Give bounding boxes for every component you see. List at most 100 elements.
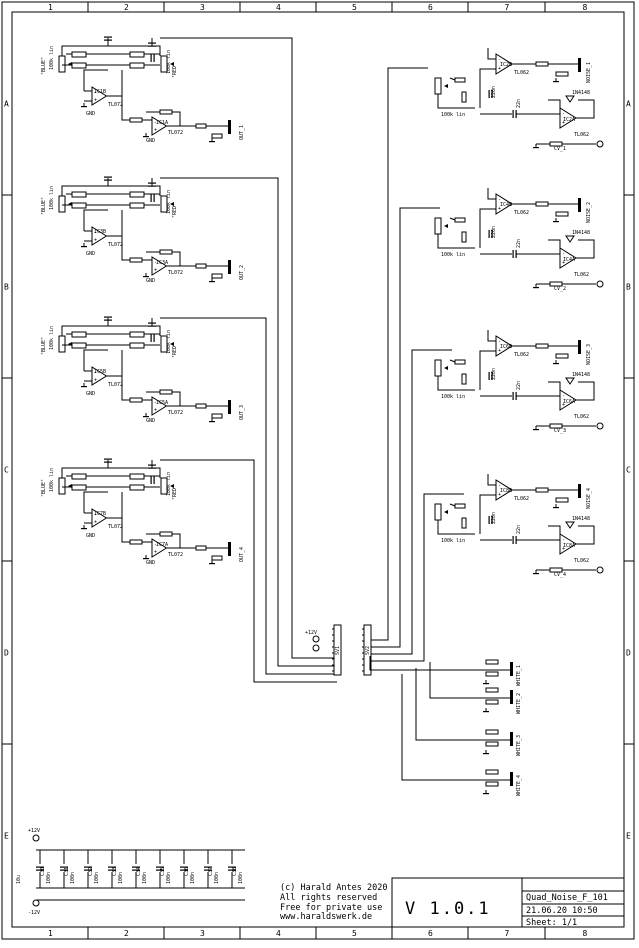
opamp-minus: -	[498, 339, 501, 345]
column-label-bottom: 4	[276, 929, 281, 938]
resistor-output	[195, 403, 207, 409]
opamp-triangle	[91, 86, 108, 106]
resistor	[555, 497, 569, 503]
resistor	[461, 373, 467, 385]
potentiometer-body	[434, 77, 442, 95]
supply-cap-value: 100n	[118, 872, 124, 884]
resistor	[71, 191, 87, 198]
opamp-b: -+	[91, 86, 108, 106]
noise-opamp-bottom: -+	[559, 533, 577, 555]
cap-top-right	[148, 464, 156, 469]
capacitor-plate	[512, 110, 514, 118]
opamp-plus: +	[498, 66, 501, 72]
noise-opamp-type: TL062	[574, 558, 589, 564]
white-jack	[510, 662, 513, 676]
opamp-type: TL072	[168, 130, 183, 136]
wire	[121, 236, 152, 261]
connector-body	[363, 624, 372, 676]
opamp-plus: +	[562, 260, 565, 266]
output-jack	[228, 120, 231, 134]
ground-bar	[483, 793, 489, 795]
cap-top-right	[148, 182, 156, 187]
capacitor-plate	[150, 54, 152, 62]
resistor-feedback	[159, 249, 173, 255]
opamp-minus: -	[562, 393, 565, 399]
noise-bus-wire	[370, 67, 428, 641]
capacitor-plate	[204, 869, 212, 871]
ground-bar	[81, 528, 87, 530]
capacitor-plate	[491, 230, 493, 238]
connector-body	[333, 624, 342, 676]
right-pot-value: 100k lin	[166, 330, 172, 354]
ground-symbol	[209, 138, 215, 143]
white-label: WHITE_3	[516, 735, 522, 756]
opamp-triangle	[559, 533, 577, 555]
ground-symbol	[483, 708, 489, 713]
ground-bar	[143, 416, 149, 418]
noise-opamp-top: -+	[495, 335, 513, 357]
opamp-b: -+	[91, 366, 108, 386]
output-label: OUT_2	[239, 265, 245, 280]
resistor	[555, 211, 569, 217]
white-output-4: WHITE_4	[401, 674, 522, 796]
noise-stage-1: 100k lin-+IC2BTL062220nNOISE_1-+IC2ATL06…	[370, 48, 604, 641]
cv-label: CV_2	[554, 286, 566, 292]
ground-symbol	[533, 284, 539, 289]
resistor	[129, 473, 145, 480]
noise-cap-value: 220n	[491, 512, 497, 524]
resistor-input	[129, 539, 143, 545]
capacitor-plate	[153, 334, 155, 342]
capacitor-plate	[153, 54, 155, 62]
resistor-input	[129, 397, 143, 403]
noise-opamp-top: -+	[495, 479, 513, 501]
wire	[548, 381, 561, 395]
signal-bus-wire	[160, 459, 337, 683]
potentiometer-wiper	[444, 224, 448, 228]
wire	[172, 391, 181, 406]
ground-symbol	[483, 680, 489, 685]
diode-symbol	[565, 521, 575, 529]
opamp-a: -+	[151, 396, 168, 416]
resistor	[71, 51, 87, 58]
gnd-label: GND	[86, 251, 95, 257]
ground-symbol	[553, 78, 559, 83]
potentiometer-body	[434, 217, 442, 235]
row-label-left: C	[4, 466, 9, 475]
filter-wire	[61, 45, 161, 56]
column-label-top: 4	[276, 3, 281, 12]
supply-capacitor	[204, 866, 212, 871]
capacitor-plate	[488, 230, 490, 238]
opamp-triangle	[495, 53, 513, 75]
power-supply: +12V-12V10uC30100nC31100nC32100nC33100nC…	[16, 828, 245, 916]
supply-capacitor	[36, 866, 44, 871]
supply-label: +12V	[305, 630, 317, 636]
resistor-feedback	[159, 109, 173, 115]
ground-symbol	[143, 555, 149, 560]
supply-terminal	[312, 644, 320, 652]
ground-symbol	[533, 144, 539, 149]
supply-cap-value: 100n	[238, 872, 244, 884]
wire	[449, 77, 456, 81]
capacitor-plate	[84, 869, 92, 871]
wire	[548, 525, 561, 539]
wire	[487, 48, 496, 60]
right-pot-value: 100k lin	[166, 50, 172, 74]
column-label-top: 5	[352, 3, 357, 12]
supply-cap-value: 100n	[94, 872, 100, 884]
opamp-minus: -	[498, 483, 501, 489]
supply-terminal	[312, 635, 320, 643]
wire	[479, 494, 496, 534]
resistor-output	[195, 263, 207, 269]
channel-block-4: "BLUE"100k lin"RED"100k lin-+IC7BGNDTL07…	[41, 458, 337, 683]
capacitor-plate	[60, 866, 68, 868]
opamp-type: TL072	[168, 410, 183, 416]
noise-opamp-bottom-name: IC6A	[563, 399, 575, 405]
noise-pot	[434, 217, 448, 235]
resistor-feedback	[159, 531, 173, 537]
white-bus-wire	[415, 668, 510, 741]
opamp-minus: -	[498, 57, 501, 63]
opamp-minus: -	[94, 370, 97, 376]
output-jack	[228, 400, 231, 414]
ground-bar	[533, 429, 539, 431]
column-label-top: 8	[583, 3, 588, 12]
